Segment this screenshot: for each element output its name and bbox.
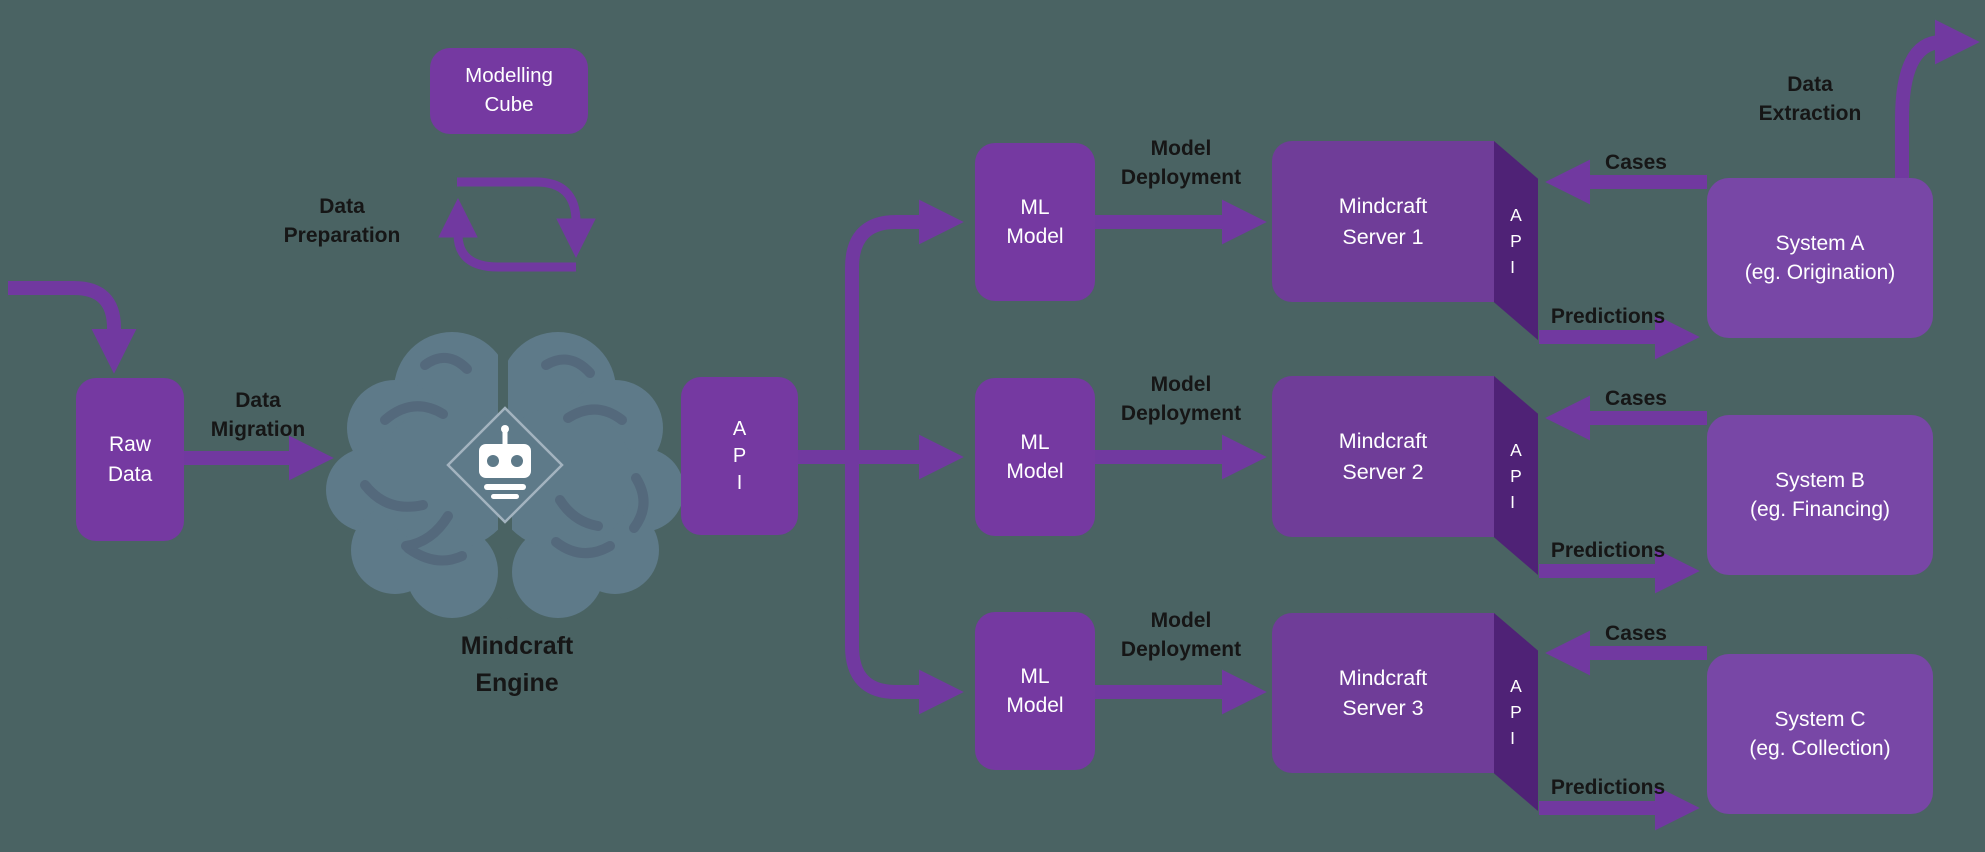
predictions-label-3: Predictions [1550,776,1666,799]
predictions-label-1: Predictions [1550,305,1666,328]
mindcraft-server-node-3: Mindcraft Server 3 [1272,613,1494,773]
engine-api-node: A P I [681,377,798,535]
data-preparation-label: Data Preparation [283,195,401,247]
robot-icon [479,425,531,499]
server-api-flap-2: A P I [1494,376,1538,575]
incoming-data-arrow [8,281,137,374]
raw-data-node: Raw Data [76,378,184,541]
cycle-arc-up [438,198,576,272]
system-c-node: System C (eg. Collection) [1707,654,1933,814]
mindcraft-server-node-2: Mindcraft Server 2 [1272,376,1494,537]
cases-label-3: Cases [1605,622,1667,645]
cases-label-1: Cases [1605,151,1667,174]
modelling-cube-node: Modelling Cube [430,48,588,134]
cases-label-2: Cases [1605,387,1667,410]
ml-model-node-3: ML Model [975,612,1095,770]
predictions-label-2: Predictions [1550,539,1666,562]
mindcraft-server-node-1: Mindcraft Server 1 [1272,141,1494,302]
system-b-node: System B (eg. Financing) [1707,415,1933,575]
api-to-ml1-arrow [845,199,964,457]
cycle-arc-down [457,177,596,258]
data-extraction-label: Data Extraction [1758,73,1862,125]
ml-model-node-1: ML Model [975,143,1095,301]
mindcraft-engine-title: Mindcraft Engine [460,632,574,697]
model-deployment-label-3: Model Deployment [1120,609,1242,661]
refresh-cycle-icon [438,177,596,272]
brain-icon [326,321,684,619]
data-migration-label: Data Migration [210,389,306,441]
system-a-node: System A (eg. Origination) [1707,178,1933,338]
server-api-flap-3: A P I [1494,613,1538,811]
server-api-flap-1: A P I [1494,141,1538,340]
api-to-ml3-arrow [845,457,964,715]
ml-model-node-2: ML Model [975,378,1095,536]
model-deployment-label-2: Model Deployment [1120,373,1242,425]
model-deployment-label-1: Model Deployment [1120,137,1242,189]
